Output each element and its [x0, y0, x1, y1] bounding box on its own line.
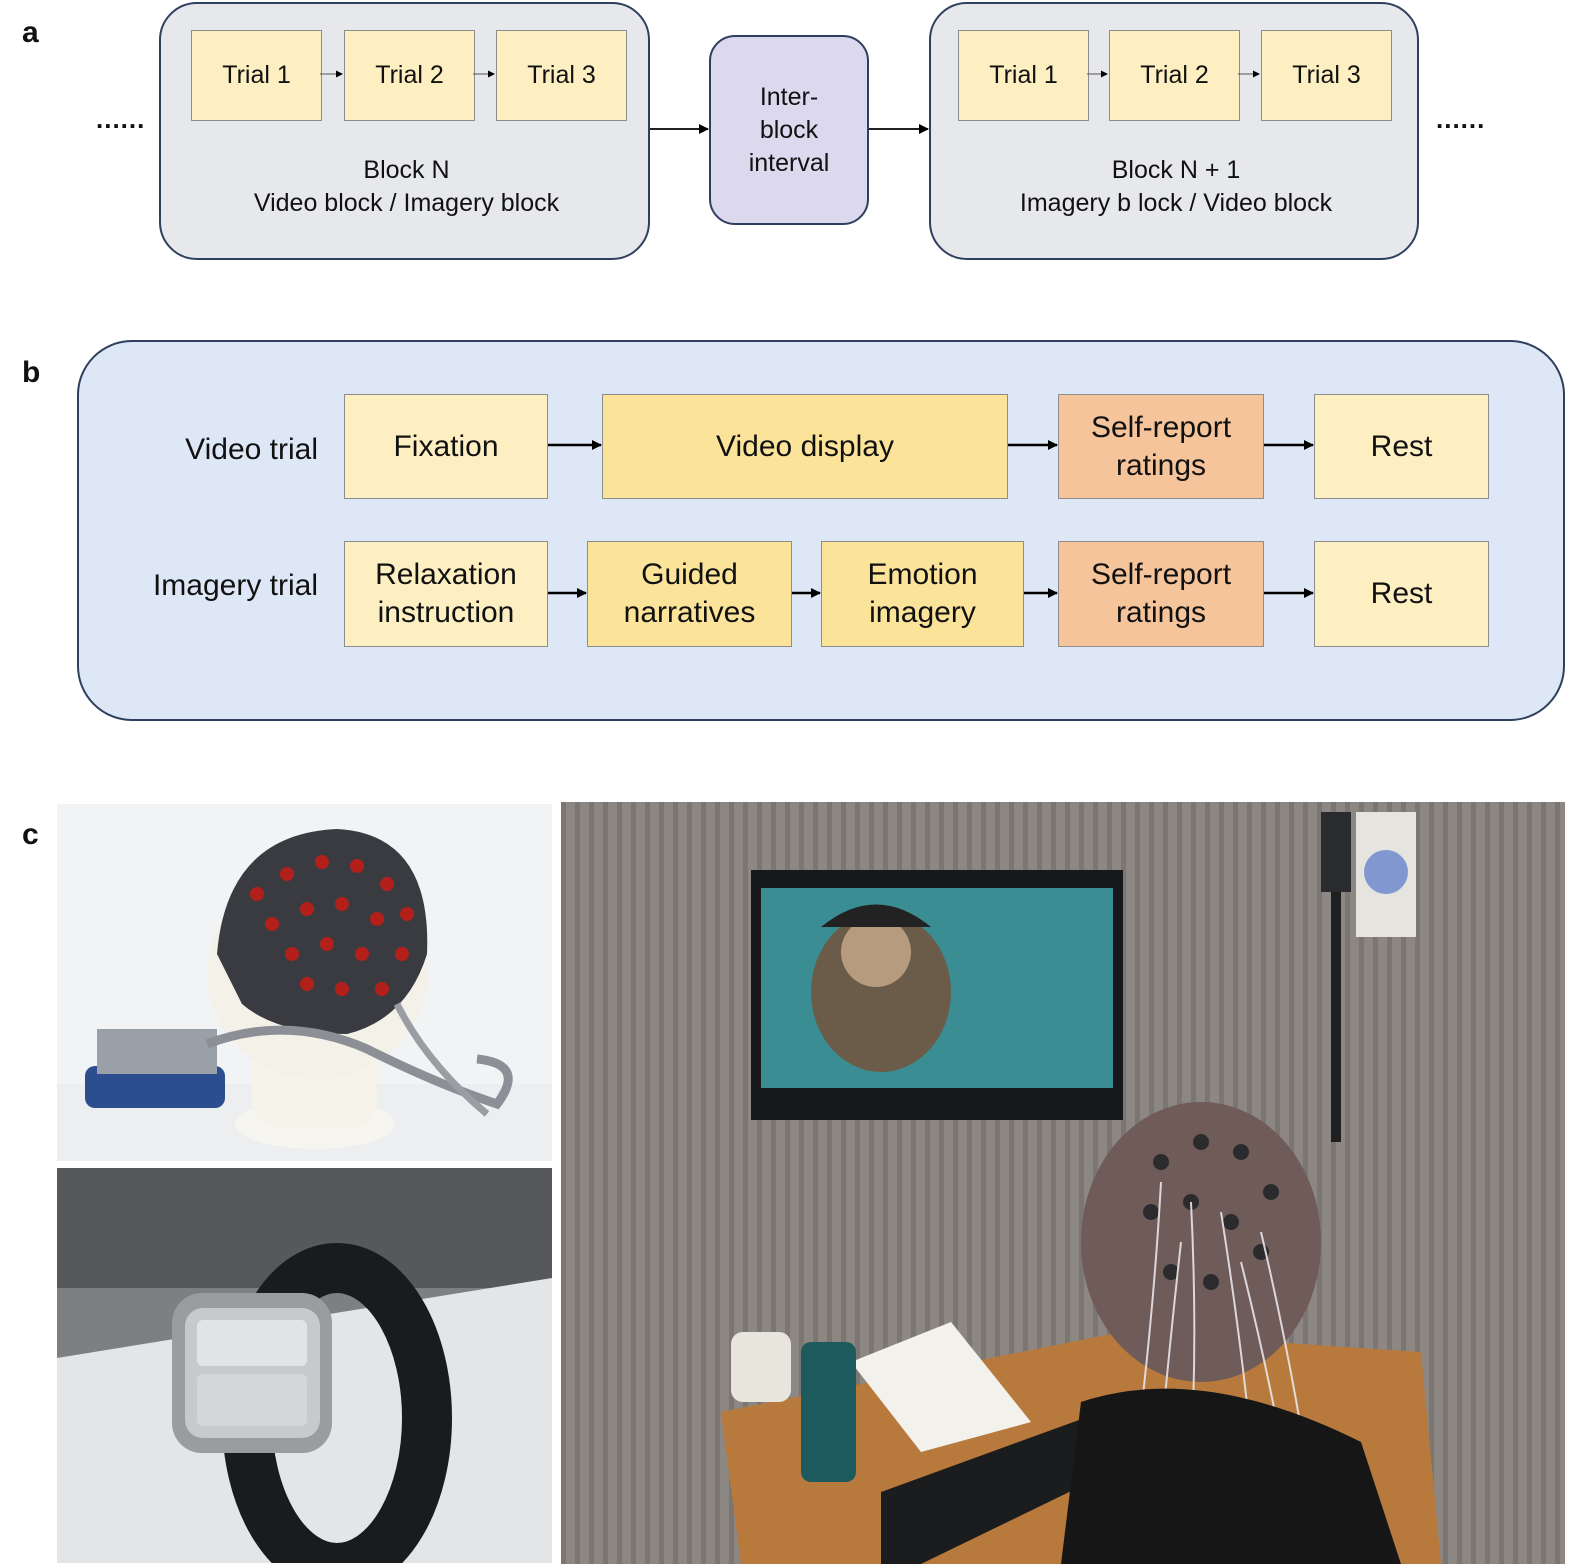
step-emotion-imagery: Emotion imagery	[821, 541, 1024, 647]
interval-line: Inter-	[759, 82, 819, 111]
panel-label-b: b	[22, 356, 41, 389]
ellipsis-left: ......	[96, 104, 146, 134]
flow-arrows	[320, 70, 1314, 598]
trial-box: Trial 3	[1261, 30, 1392, 121]
block-n-plus-1: Trial 1 Trial 2 Trial 3 Block N + 1 Imag…	[929, 2, 1419, 260]
step-text: imagery	[869, 596, 976, 629]
interval-line: block	[759, 115, 819, 144]
step-text: Relaxation	[375, 558, 517, 591]
step-text: Video display	[716, 429, 894, 463]
block-title: Block N	[363, 156, 450, 184]
block-subtitle: Imagery b lock / Video block	[1019, 189, 1333, 217]
video-trial-label: Video trial	[185, 433, 318, 466]
trial-box: Trial 2	[344, 30, 475, 121]
block-subtitle: Video block / Imagery block	[253, 189, 560, 217]
eeg-cap-photo	[57, 804, 552, 1161]
step-rest: Rest	[1314, 394, 1489, 499]
panel-label-c: c	[22, 818, 39, 851]
step-text: Rest	[1370, 577, 1433, 610]
step-video-display: Video display	[602, 394, 1008, 499]
interval-line: interval	[748, 148, 830, 177]
step-text: Fixation	[393, 429, 499, 463]
step-self-report: Self-report ratings	[1058, 541, 1264, 647]
step-text: Self-report	[1090, 410, 1232, 444]
trial-box: Trial 1	[958, 30, 1089, 121]
step-guided-narratives: Guided narratives	[587, 541, 792, 647]
step-text: Rest	[1370, 429, 1433, 463]
step-fixation: Fixation	[344, 394, 548, 499]
ellipsis-right: ......	[1436, 104, 1486, 134]
step-text: instruction	[377, 596, 515, 629]
step-rest: Rest	[1314, 541, 1489, 647]
panel-label-a: a	[22, 16, 39, 49]
step-self-report: Self-report ratings	[1058, 394, 1264, 499]
step-text: Self-report	[1090, 558, 1232, 591]
inter-block-interval: Inter- block interval	[709, 35, 869, 225]
wristband-device-photo	[57, 1168, 552, 1563]
imagery-trial-label: Imagery trial	[152, 569, 318, 602]
block-title: Block N + 1	[1111, 156, 1241, 184]
step-text: ratings	[1115, 596, 1207, 629]
step-text: narratives	[623, 596, 756, 629]
step-relaxation-instruction: Relaxation instruction	[344, 541, 548, 647]
trial-box: Trial 1	[191, 30, 322, 121]
trial-box: Trial 2	[1109, 30, 1240, 121]
step-text: ratings	[1115, 448, 1207, 482]
block-n: Trial 1 Trial 2 Trial 3 Block N Video bl…	[159, 2, 650, 260]
step-text: Emotion	[867, 558, 978, 591]
trial-box: Trial 3	[496, 30, 627, 121]
step-text: Guided	[641, 558, 738, 591]
experiment-room-photo	[561, 802, 1565, 1564]
